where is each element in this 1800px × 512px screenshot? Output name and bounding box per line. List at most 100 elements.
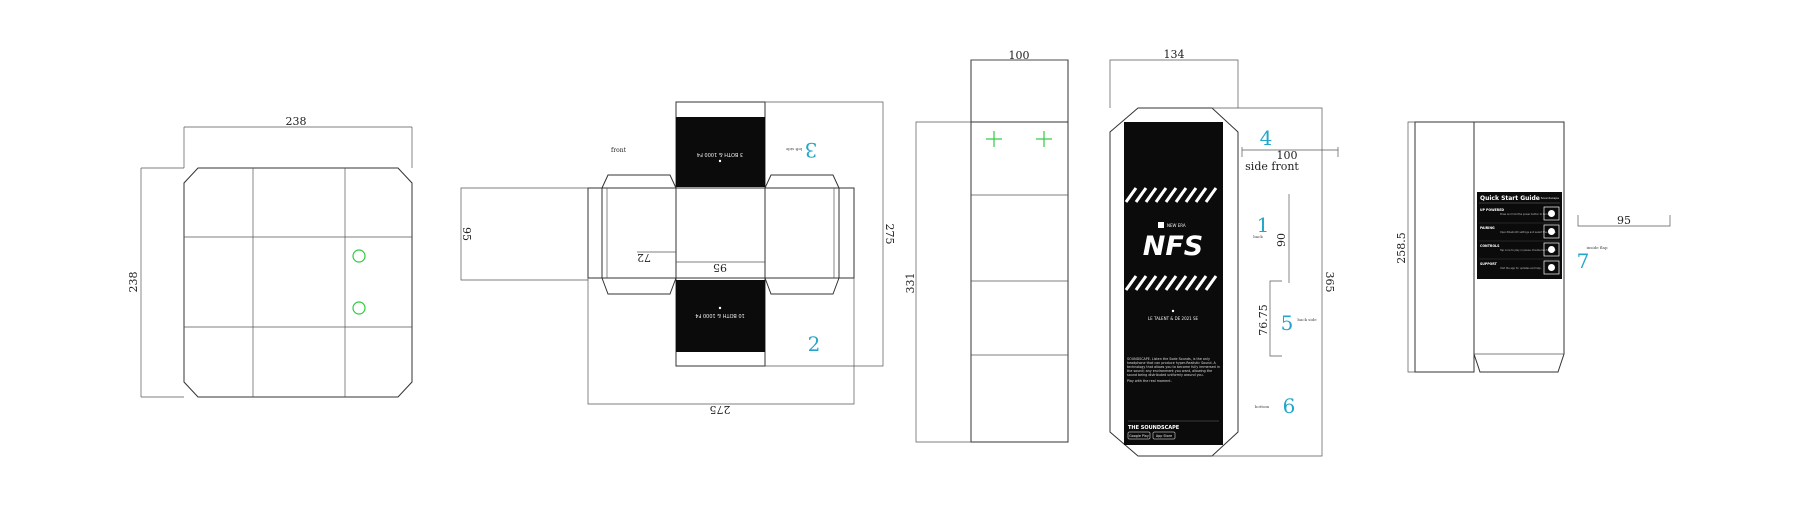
panel-number-7-caption: inside flap (1587, 245, 1608, 250)
front-body-text-2: Play with the real moment. (1127, 379, 1172, 384)
dimension-line (1577, 215, 1671, 227)
footer-brand: THE SOUNDSCAPE (1128, 425, 1180, 431)
right-glue-flap (838, 187, 855, 279)
dimension-line (1407, 121, 1415, 373)
panel-number-1-caption: back (1253, 234, 1263, 239)
guide-height-label: 258.5 (1395, 232, 1408, 264)
inner-flap-label: 72 (637, 251, 651, 264)
dimension-line (1269, 280, 1282, 357)
panel-number-7: 7 (1577, 249, 1590, 273)
guide-subtitle: Soundscape (1541, 196, 1559, 200)
square-box-outline (183, 167, 413, 398)
green-circle-mark (352, 249, 366, 263)
guide-row-icon-glyph (1548, 264, 1555, 271)
brand-logo: NFS (1143, 231, 1204, 262)
drawing-guide-panel: Quick Start Guide Soundscape UP POWEREDP… (1395, 121, 1671, 373)
store-badge-google (1127, 431, 1151, 440)
bottom-black-panel (676, 280, 765, 352)
bottom-dimension-label: 275 (710, 403, 731, 416)
dimension-line (460, 187, 588, 281)
guide-row-label: CONTROLS (1480, 244, 1500, 248)
panel-number-5-caption: back side (1297, 317, 1317, 322)
guide-title: Quick Start Guide (1480, 195, 1540, 202)
right-bottom-tab (764, 277, 840, 295)
guide-black-panel (1477, 192, 1562, 279)
green-cross-mark (986, 131, 1002, 147)
stripe-band-top (1124, 187, 1223, 203)
guide-row-text: Open Bluetooth settings and select the d… (1500, 231, 1556, 234)
panel-number-6-caption: bottom (1255, 404, 1270, 409)
front-label: front (611, 147, 627, 154)
panel-number-3-caption: left side (785, 147, 802, 152)
right-dimension-label: 275 (883, 224, 896, 245)
left-top-tab (601, 174, 677, 189)
dim-7675-label: 76.75 (1257, 304, 1270, 336)
store-badge-apple-text: App Store (1156, 434, 1172, 438)
guide-row-text: Press and hold the power button to turn … (1500, 213, 1553, 216)
guide-row-label: SUPPORT (1480, 262, 1498, 266)
guide-row-label: PAIRING (1480, 226, 1495, 230)
guide-row-text: Visit the app for updates and help. (1500, 267, 1542, 270)
drawing-front-panel: NEW ERA NFS LE TALENT & DE 2021 SE (1109, 48, 1339, 457)
left-bottom-tab (601, 277, 677, 295)
drawing-cross-dieline: front 3 BOTH & 1000 F4 10 BOTH & 1000 F4… (460, 101, 896, 416)
dimension-line (587, 278, 855, 405)
dimension-line (1241, 147, 1339, 157)
store-badge-google-text: Google Play (1129, 434, 1149, 438)
right-top-tab (764, 174, 840, 189)
square-box-height-label: 238 (127, 272, 140, 293)
drawing-square-box: 238 238 (127, 115, 413, 398)
front-height-label: 365 (1323, 272, 1336, 293)
dim-90-label: 90 (1275, 233, 1288, 247)
guide-row-icon-glyph (1548, 228, 1555, 235)
dimension-line (915, 121, 971, 443)
guide-row-icon (1543, 206, 1560, 221)
guide-row-icon-glyph (1548, 210, 1555, 217)
bottom-panel-text: 10 BOTH & 1000 F4 (695, 312, 745, 318)
guide-row-icon (1543, 260, 1560, 275)
guide-row-icon-glyph (1548, 246, 1555, 253)
badge-text: NEW ERA (1167, 223, 1186, 228)
drawing-tall-sleeve: 100 331 (904, 49, 1069, 443)
top-black-panel (676, 117, 765, 187)
panel-number-1: 1 (1257, 213, 1270, 237)
sleeve-width-label: 100 (1009, 49, 1030, 62)
guide-row-label: UP POWERED (1480, 208, 1504, 212)
guide-side-width-label: 95 (1617, 214, 1631, 227)
panel-number-2: 2 (808, 332, 821, 356)
stripe-band-bottom (1124, 275, 1218, 291)
top-panel-text: 3 BOTH & 1000 F4 (697, 151, 743, 157)
store-badge-apple (1152, 431, 1176, 440)
front-body-text: SOUNDSCAPE. Listen the Sode Sounds, is t… (1127, 357, 1220, 378)
left-glue-flap (587, 187, 603, 279)
green-circle-mark (352, 301, 366, 315)
sleeve-height-label: 331 (904, 273, 917, 294)
panel-number-4: 4 (1260, 126, 1273, 150)
dimension-line (1109, 59, 1239, 108)
guide-row-icon (1543, 242, 1560, 257)
bottom-panel-dot (718, 306, 722, 310)
sleeve-upper-flap (970, 59, 1069, 123)
guide-row-icon (1543, 224, 1560, 239)
inner-width-label: 95 (713, 261, 727, 274)
dimension-line (765, 101, 884, 367)
left-dimension-label: 95 (460, 227, 473, 241)
front-width-label: 134 (1164, 48, 1185, 61)
panel-number-5: 5 (1281, 311, 1294, 335)
square-box-width-label: 238 (286, 115, 307, 128)
top-panel-dot (718, 159, 722, 163)
front-body-text-box: SOUNDSCAPE. Listen the Sode Sounds, is t… (1127, 357, 1220, 384)
side-width-label: 100 (1277, 149, 1298, 162)
guide-row-text: Tap once to play or pause. Double tap fo… (1500, 249, 1557, 252)
side-front-label: side front (1245, 160, 1299, 173)
sleeve-body (970, 121, 1069, 443)
panel-number-3: 3 (805, 138, 818, 162)
right-panel (764, 187, 840, 279)
guide-left-panel (1414, 121, 1475, 373)
dimension-line (1212, 107, 1323, 457)
panel-number-6: 6 (1283, 394, 1296, 418)
front-mid-text: LE TALENT & DE 2021 SE (1148, 316, 1199, 321)
front-dot (1171, 309, 1175, 313)
